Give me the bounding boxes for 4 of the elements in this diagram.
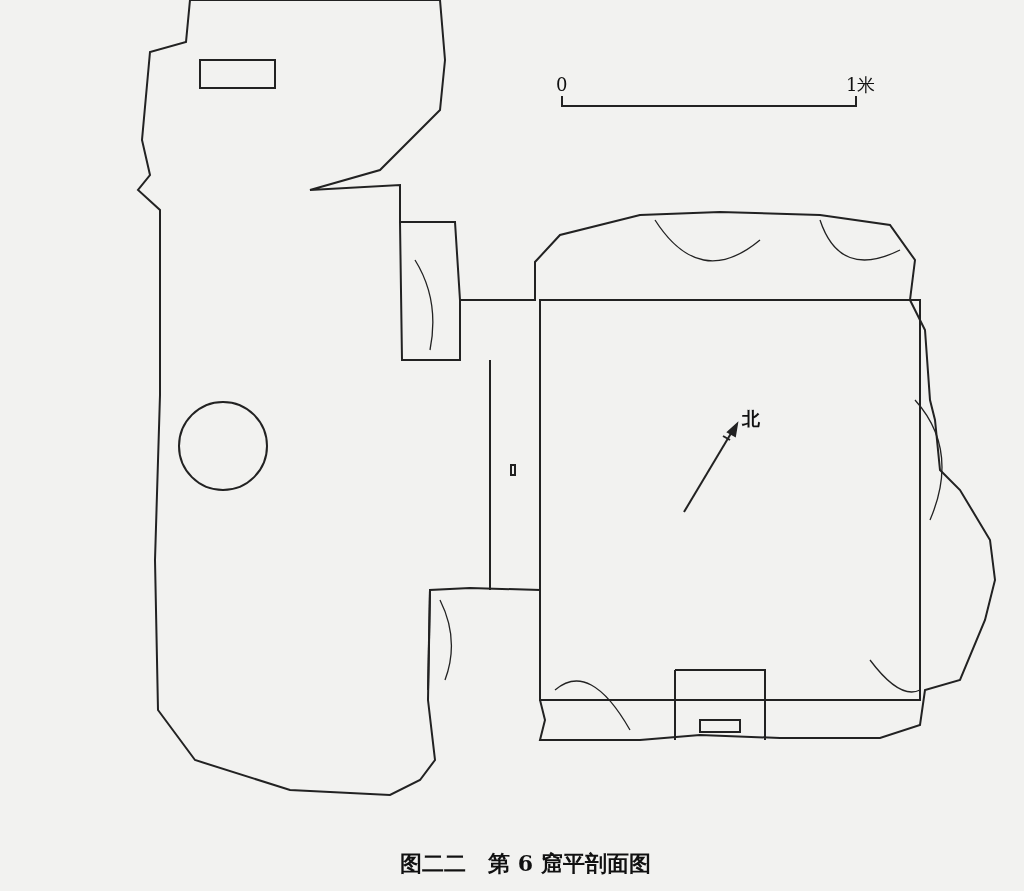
scale-label: 1米: [846, 76, 876, 94]
figure-caption: 图二二 第 6 窟平剖面图: [400, 852, 651, 874]
north-label: 北: [742, 410, 760, 428]
scale-label: 0: [556, 76, 568, 94]
